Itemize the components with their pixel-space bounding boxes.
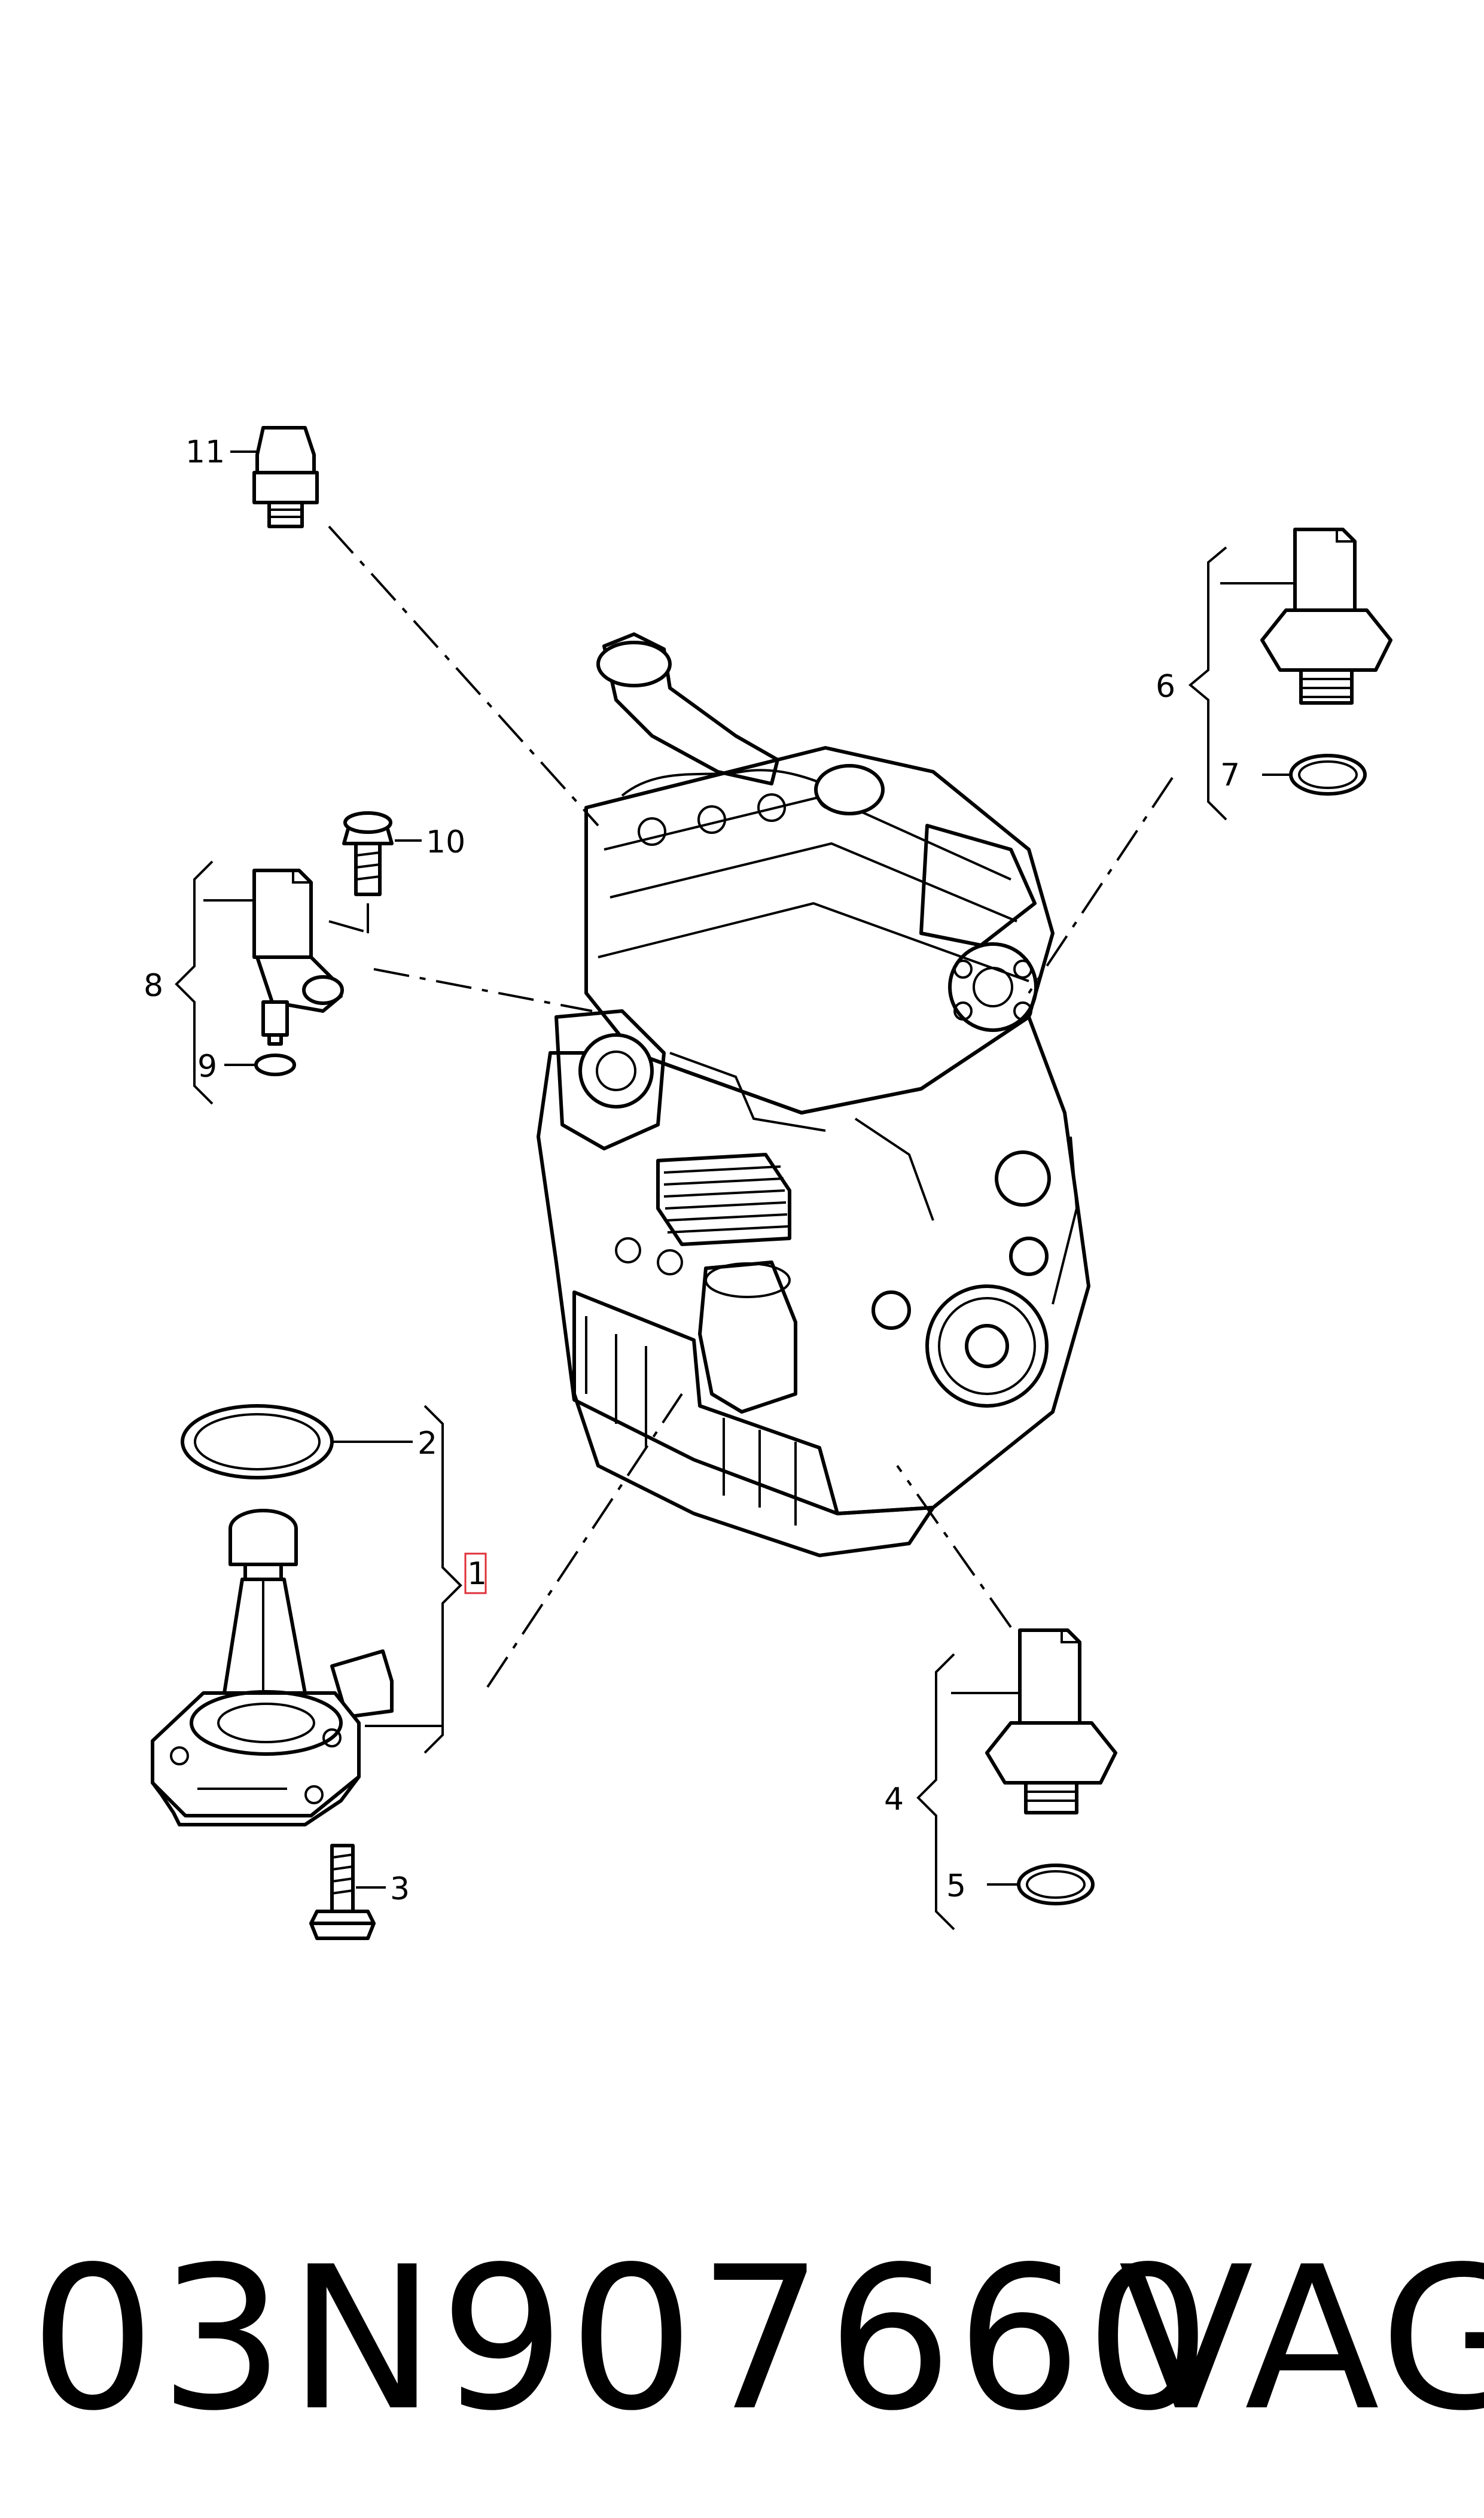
part-5-seal-ring — [987, 1864, 1095, 1905]
bracket-6 — [1188, 546, 1227, 821]
engine-block — [537, 632, 1090, 1557]
part-6-temperature-sender — [1220, 528, 1392, 705]
footer: 03N907660 VAG — [30, 2213, 1484, 2465]
assembly-line-8 — [373, 968, 593, 1012]
part-1-oil-level-sensor — [151, 1509, 394, 1826]
callout-4: 4 — [884, 1782, 904, 1817]
callout-9: 9 — [197, 1049, 217, 1085]
part-number: 03N907660 — [30, 2224, 1215, 2454]
callout-2: 2 — [418, 1426, 437, 1462]
assembly-line-6 — [1028, 777, 1174, 994]
assembly-line-1 — [486, 1393, 683, 1688]
part-3-bolt — [309, 1844, 386, 1940]
part-9-o-ring — [224, 1054, 296, 1076]
callout-10: 10 — [426, 824, 465, 860]
bracket-8 — [175, 860, 214, 1105]
callout-11: 11 — [185, 434, 225, 470]
callout-7: 7 — [1220, 757, 1240, 793]
part-8-speed-sensor — [203, 869, 371, 1046]
part-7-seal-ring — [1262, 754, 1367, 796]
brand-name: VAG — [1119, 2224, 1484, 2454]
bracket-1 — [423, 1405, 462, 1754]
callout-1: 1 — [467, 1556, 487, 1592]
callout-3: 3 — [390, 1871, 410, 1907]
bracket-4 — [916, 1653, 955, 1931]
callout-6: 6 — [1156, 669, 1175, 705]
part-10-bolt — [342, 811, 422, 896]
callout-8: 8 — [144, 968, 163, 1004]
assembly-line-11 — [328, 525, 599, 827]
part-2-oil-level-sensor-seal — [181, 1404, 413, 1479]
part-11-pressure-sender — [230, 426, 319, 528]
callout-5: 5 — [946, 1868, 966, 1904]
callout-1-highlight-box — [464, 1552, 487, 1594]
assembly-line-4 — [896, 1464, 1012, 1628]
part-4-pressure-switch — [951, 1628, 1117, 1814]
